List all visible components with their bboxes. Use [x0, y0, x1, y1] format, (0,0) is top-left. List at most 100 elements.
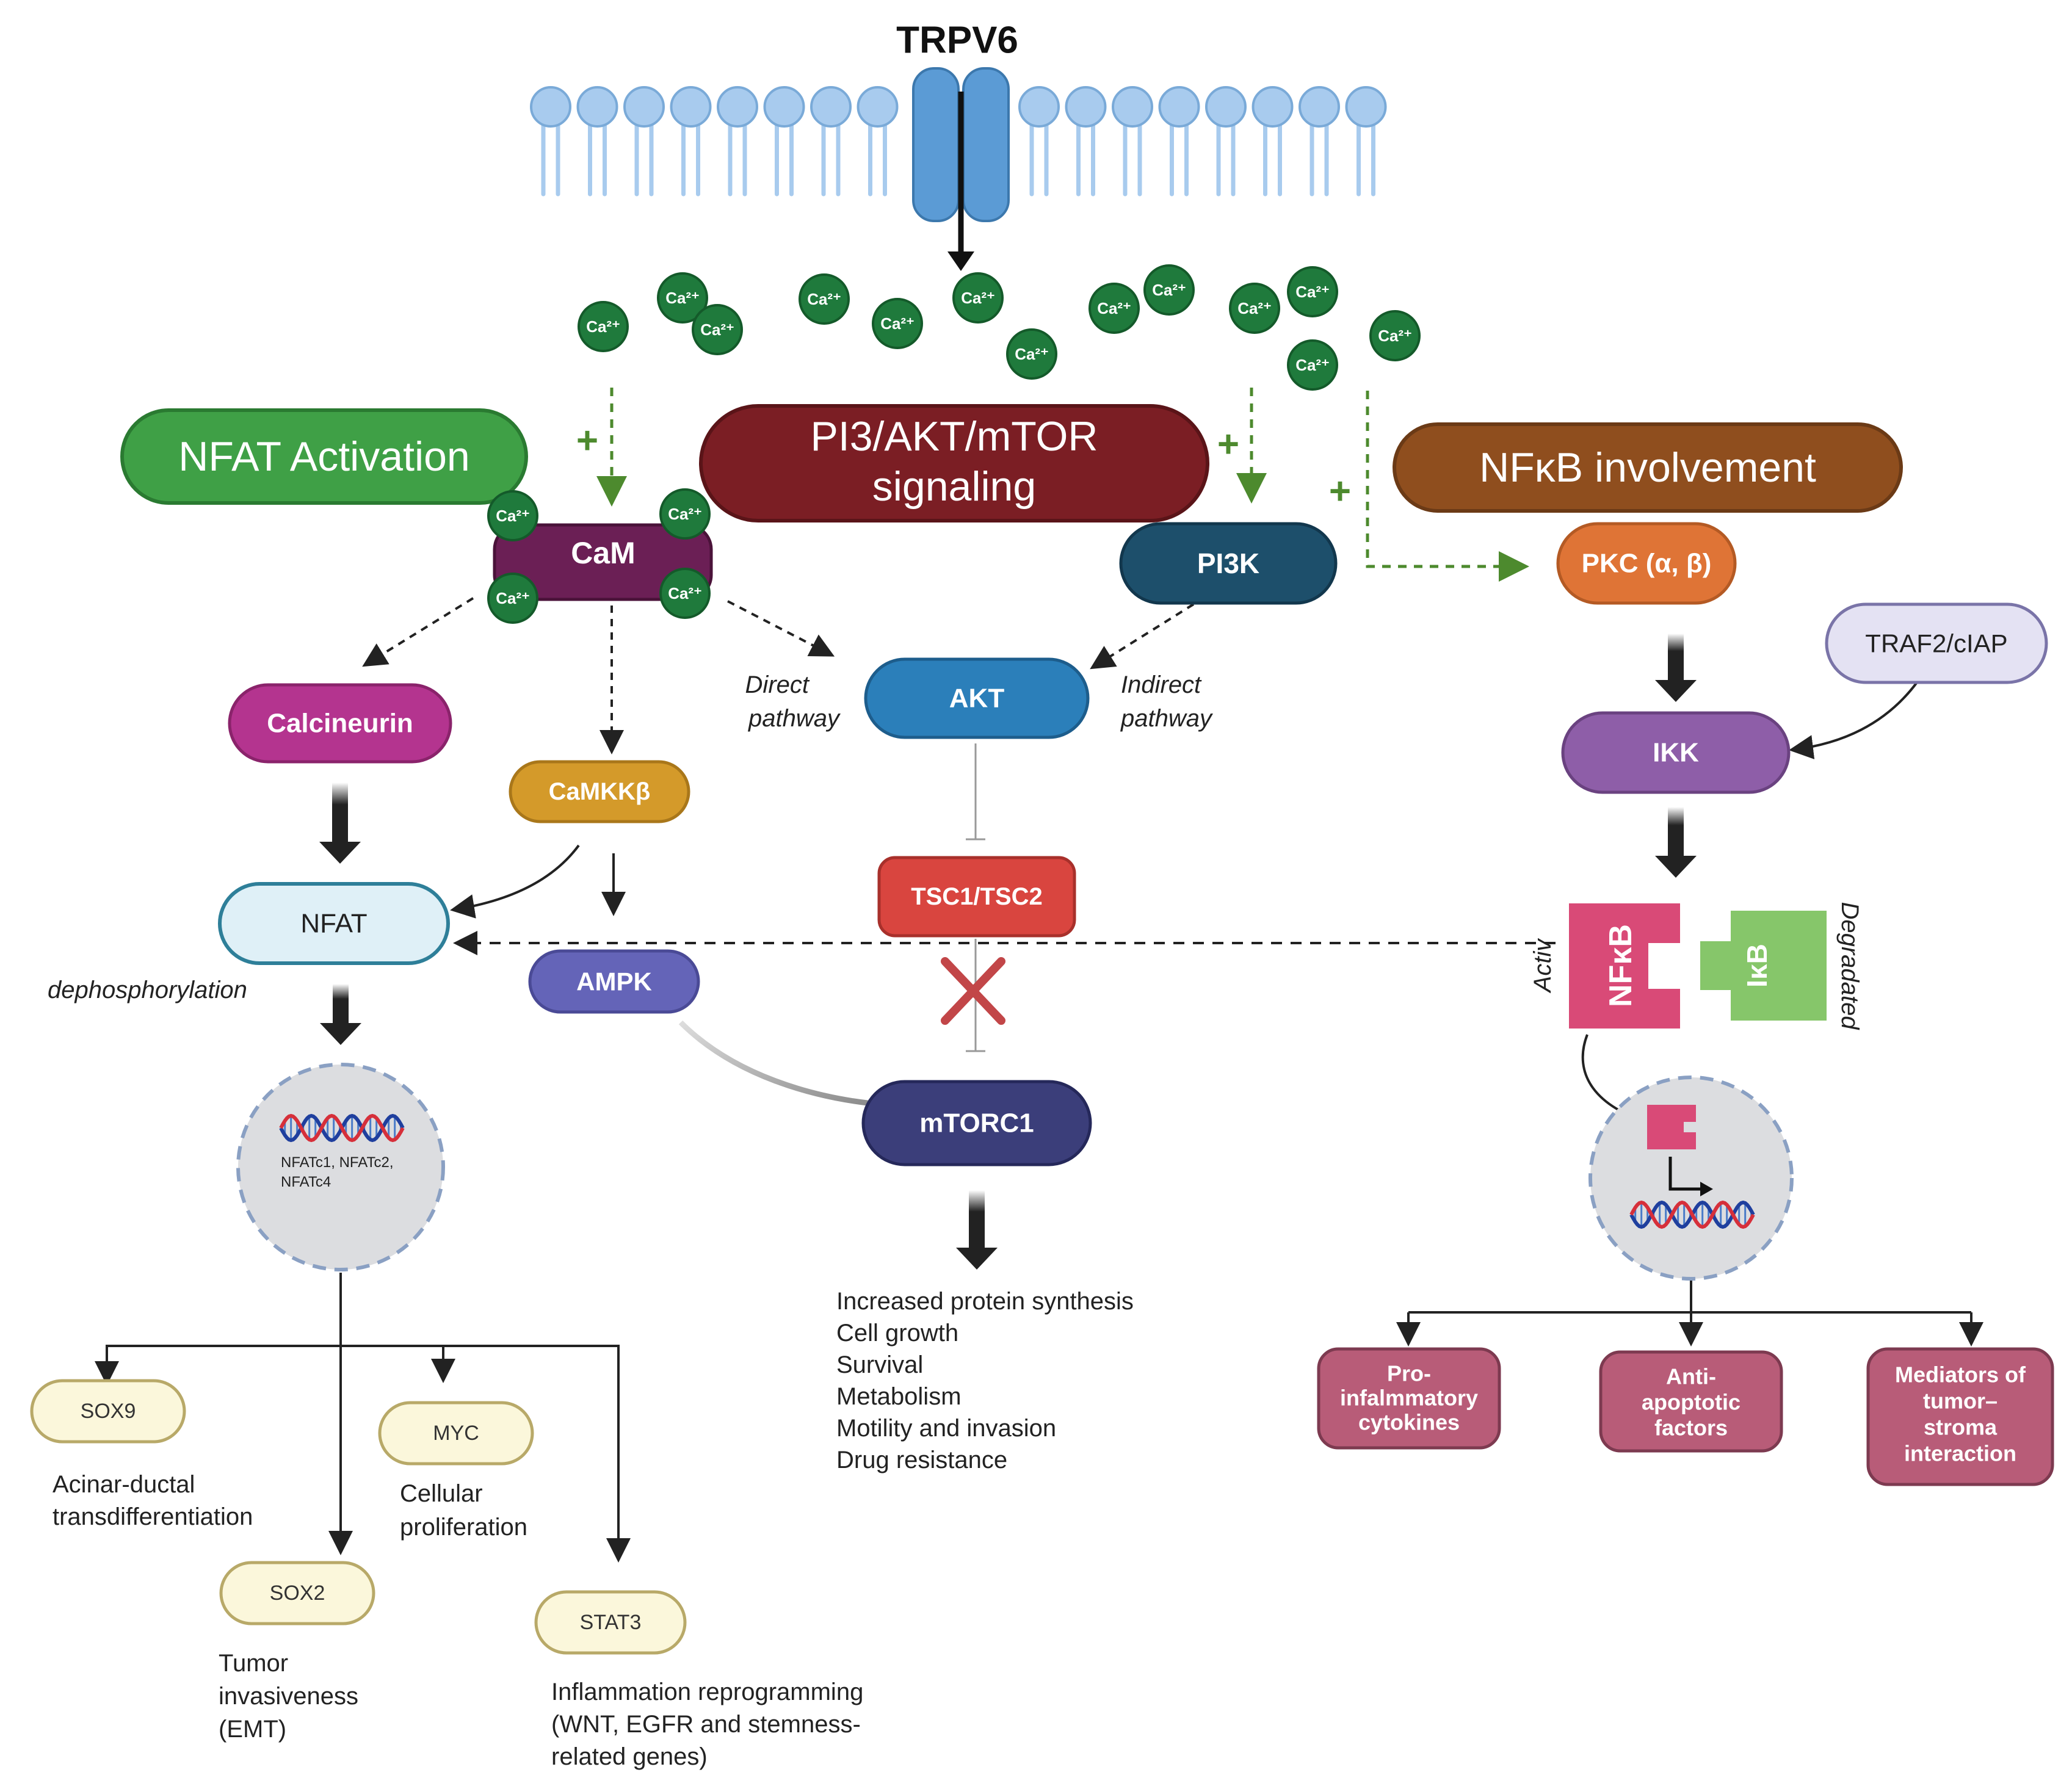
med-line3: stroma: [1924, 1415, 1998, 1440]
ikb-shape: [1700, 911, 1827, 1021]
blocked-inhibition-x: [941, 957, 1005, 1025]
dephosphorylation-label: dephosphorylation: [48, 977, 247, 1003]
calcium-ion: Ca²⁺: [659, 488, 711, 540]
myc-gene: MYC: [378, 1401, 534, 1466]
ampk-node: AMPK: [528, 949, 700, 1014]
ampk-label: AMPK: [576, 967, 652, 996]
calcium-ion-label: Ca²⁺: [586, 317, 620, 336]
nfkb-nucleus: [1588, 1076, 1794, 1281]
nucleus-nfat-line1: NFATc1, NFATc2,: [281, 1154, 394, 1171]
lipid-molecule: [530, 86, 571, 197]
thick-arrow: [956, 1190, 998, 1270]
lipid-molecule: [576, 86, 618, 197]
calcium-ion-label: Ca²⁺: [668, 505, 702, 523]
calcium-ion-label: Ca²⁺: [880, 314, 915, 333]
nfkb-involvement-label: NFκB involvement: [1479, 444, 1816, 491]
lipid-molecule: [1112, 86, 1153, 197]
calcium-ion-label: Ca²⁺: [665, 289, 700, 307]
pkc-node: PKC (α, β): [1556, 522, 1737, 605]
cam-bound-calcium: Ca²⁺Ca²⁺Ca²⁺Ca²⁺: [487, 488, 711, 624]
plus-sign-nfat: +: [576, 420, 598, 462]
pkc-label: PKC (α, β): [1582, 549, 1712, 579]
cell-membrane: [530, 86, 1387, 197]
nfat-node: NFAT: [218, 882, 450, 965]
traf2-ciap-node: TRAF2/cIAP: [1825, 602, 2048, 684]
degradated-label: Degradated: [1836, 902, 1863, 1030]
calcium-ion: Ca²⁺: [692, 304, 743, 355]
lipid-molecule: [1205, 86, 1247, 197]
mtor-outcome-5: Motility and invasion: [836, 1415, 1056, 1442]
mtor-outcome-6: Drug resistance: [836, 1447, 1007, 1473]
anti-line2: apoptotic: [1642, 1390, 1741, 1415]
lipid-molecule: [670, 86, 712, 197]
med-line2: tumor–: [1923, 1389, 1998, 1414]
pro-line2: infalmmatory: [1340, 1386, 1478, 1411]
transcription-arrow-icon: [1668, 1157, 1703, 1191]
mtor-outcome-3: Survival: [836, 1351, 923, 1378]
calcineurin-node: Calcineurin: [228, 683, 452, 764]
calcium-ion-label: Ca²⁺: [807, 290, 841, 308]
calcium-ion-label: Ca²⁺: [496, 507, 530, 525]
traf2-ciap-label: TRAF2/cIAP: [1865, 629, 2007, 658]
calcium-ion: Ca²⁺: [1006, 328, 1057, 380]
dna-icon: [1629, 1200, 1755, 1229]
calcium-ion: Ca²⁺: [1287, 266, 1338, 317]
thick-arrow: [319, 783, 361, 864]
pi3k-label: PI3K: [1197, 548, 1259, 579]
calcium-ion-label: Ca²⁺: [1295, 356, 1330, 374]
thick-arrow: [1655, 634, 1697, 702]
pi3k-akt-mtor-header: PI3/AKT/mTOR signaling: [699, 404, 1209, 522]
channel-title: TRPV6: [896, 20, 1018, 62]
myc-desc-line2: proliferation: [400, 1514, 527, 1541]
nucleus-nfat-line2: NFATc4: [281, 1174, 331, 1190]
anti-line3: factors: [1654, 1415, 1728, 1441]
lipid-molecule: [1018, 86, 1060, 197]
plus-sign-pi3k: +: [1217, 424, 1239, 466]
lipid-molecule: [1158, 86, 1200, 197]
calcium-ion: Ca²⁺: [1287, 339, 1338, 391]
trpv6-channel: [912, 67, 1010, 271]
lipid-molecule: [1065, 86, 1107, 197]
mtor-outcome-1: Increased protein synthesis: [836, 1288, 1134, 1315]
nfkb-ikb-complex: NFκB IκB: [1569, 903, 1827, 1029]
stat3-desc-line3: related genes): [551, 1743, 708, 1770]
pro-line3: cytokines: [1358, 1410, 1460, 1435]
tsc-label: TSC1/TSC2: [911, 883, 1043, 910]
nfkb-nuclear-icon: [1647, 1105, 1696, 1149]
sox9-label: SOX9: [81, 1400, 136, 1423]
stat3-gene: STAT3: [534, 1590, 687, 1655]
calcium-ion: Ca²⁺: [1089, 283, 1140, 334]
ikb-label: IκB: [1741, 944, 1773, 988]
lipid-molecule: [763, 86, 805, 197]
direct-pathway-line1: Direct: [745, 671, 810, 698]
mtorc1-node: mTORC1: [861, 1080, 1092, 1166]
lipid-molecule: [1299, 86, 1340, 197]
nfat-nucleus: NFATc1, NFATc2, NFATc4: [236, 1063, 445, 1271]
sox2-desc-line2: invasiveness: [219, 1683, 358, 1710]
calcium-ion-label: Ca²⁺: [1097, 299, 1131, 317]
calcium-ion: Ca²⁺: [657, 272, 708, 324]
sox9-desc-line1: Acinar-ductal: [53, 1471, 195, 1498]
thick-arrows: [319, 634, 1697, 1270]
activ-label: Activ: [1529, 938, 1556, 994]
lipid-molecule: [810, 86, 852, 197]
lipid-molecule: [857, 86, 899, 197]
calcium-ion-label: Ca²⁺: [668, 584, 702, 602]
indirect-pathway-line1: Indirect: [1121, 671, 1202, 698]
calcium-ion-label: Ca²⁺: [1015, 345, 1049, 363]
calcium-ion: Ca²⁺: [952, 272, 1004, 324]
calcium-ion-label: Ca²⁺: [700, 320, 734, 339]
pro-line1: Pro-: [1387, 1361, 1431, 1386]
thick-arrow: [1655, 807, 1697, 878]
nfkb-subunit-label: NFκB: [1603, 924, 1639, 1007]
calcium-ion: Ca²⁺: [578, 301, 629, 352]
med-line4: interaction: [1904, 1441, 2016, 1466]
sox2-desc-line3: (EMT): [219, 1716, 286, 1743]
anti-line1: Anti-: [1666, 1364, 1716, 1389]
myc-desc-line1: Cellular: [400, 1480, 483, 1507]
mtor-outcomes-list: Increased protein synthesis Cell growth …: [836, 1288, 1134, 1473]
ampk-inhibits-mtorc1: [678, 1020, 888, 1122]
calcium-ion-label: Ca²⁺: [1152, 281, 1186, 299]
